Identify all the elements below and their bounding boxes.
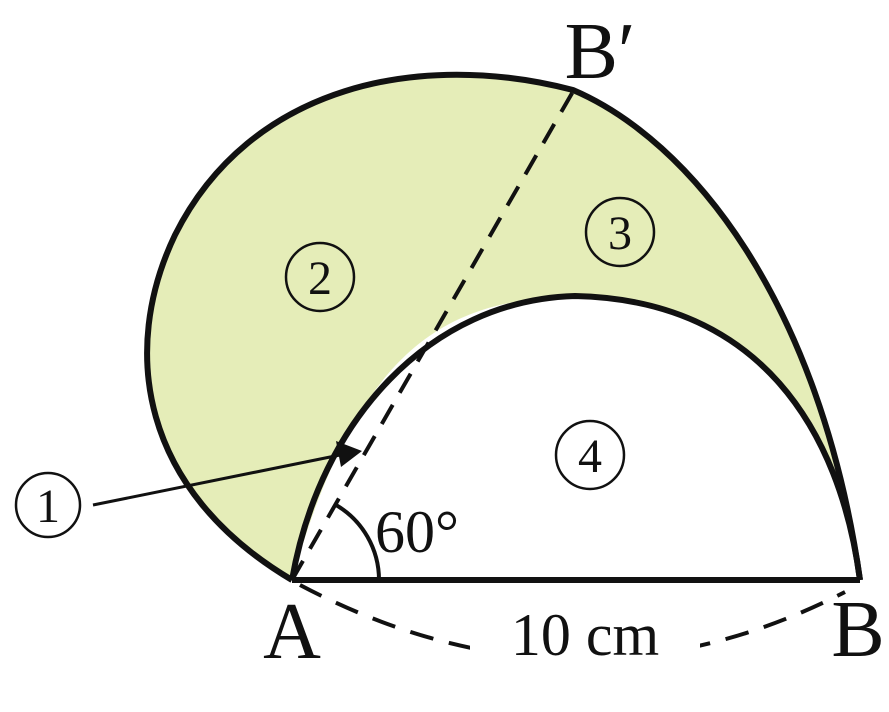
arrow-head-icon <box>336 441 362 467</box>
leader-line-1 <box>92 453 341 507</box>
region-marker-ring-3 <box>584 196 656 268</box>
sector-arc <box>144 71 863 583</box>
region-marker-ring-1 <box>14 471 82 539</box>
angle-label: 60° <box>375 499 459 565</box>
dashed-radius-ab-prime <box>290 87 577 581</box>
region-marker-ring-4 <box>554 419 626 491</box>
point-label-b: B <box>831 586 884 674</box>
dimension-label-bg <box>470 612 700 672</box>
region-marker-3: 3 <box>608 207 632 260</box>
point-label-a: A <box>263 588 321 676</box>
point-label-b-prime: B′ <box>565 8 636 96</box>
region-marker-1: 1 <box>36 480 60 533</box>
shaded-region <box>147 74 860 580</box>
angle-arc <box>334 503 381 581</box>
semicircle-arc <box>289 292 863 581</box>
region-marker-4: 4 <box>578 430 602 483</box>
region-marker-2: 2 <box>308 252 332 305</box>
length-label: 10 cm <box>511 602 659 668</box>
region-marker-ring-2 <box>284 241 356 313</box>
